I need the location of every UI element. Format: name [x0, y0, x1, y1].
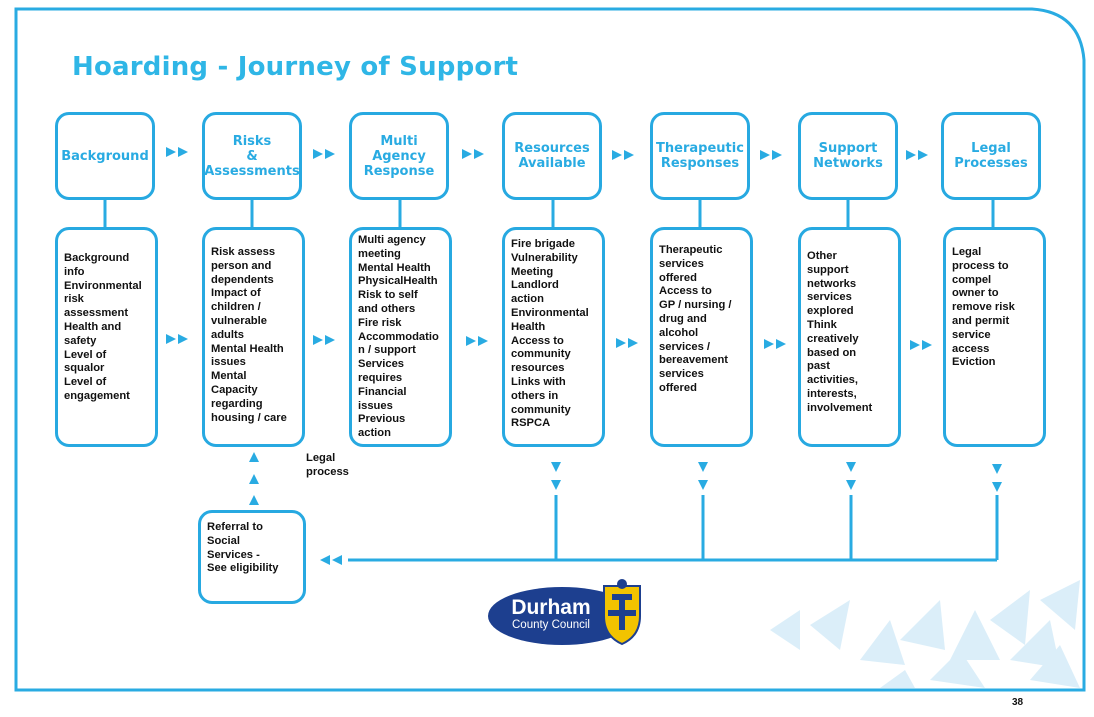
arrow-right-icon — [764, 339, 786, 349]
arrow-down-icon — [992, 464, 1002, 492]
arrow-down-icon — [846, 462, 856, 490]
arrow-right-icon — [313, 335, 335, 345]
stage-heading-legal-processes: Legal Processes — [941, 112, 1041, 200]
stage-heading-support-networks: Support Networks — [798, 112, 898, 200]
stage-details-resources-available: Fire brigade Vulnerability Meeting Landl… — [502, 227, 605, 447]
arrow-down-icon — [551, 462, 561, 490]
stage-details-multi-agency-response: Multi agency meeting Mental Health Physi… — [349, 227, 452, 447]
arrow-right-icon — [616, 338, 638, 348]
logo-subtitle: County Council — [512, 619, 590, 631]
stage-details-risks-assessments: Risk assess person and dependents Impact… — [202, 227, 305, 447]
arrow-up-icon — [249, 452, 259, 505]
stage-heading-risks-assessments: Risks & Assessments — [202, 112, 302, 200]
stage-heading-background: Background — [55, 112, 155, 200]
arrow-right-icon — [910, 340, 932, 350]
stage-heading-therapeutic-responses: Therapeutic Responses — [650, 112, 750, 200]
arrow-right-icon — [166, 147, 188, 157]
arrow-left-icon — [320, 555, 342, 565]
arrow-right-icon — [462, 149, 484, 159]
durham-logo — [488, 579, 641, 646]
arrow-right-icon — [166, 334, 188, 344]
stage-details-background: Background info Environmental risk asses… — [55, 227, 158, 447]
arrow-right-icon — [760, 150, 782, 160]
page-number: 38 — [1012, 697, 1024, 708]
arrow-down-icon — [698, 462, 708, 490]
legal-process-label: Legal process — [306, 452, 349, 478]
stage-details-legal-processes: Legal process to compel owner to remove … — [943, 227, 1046, 447]
arrow-right-icon — [313, 149, 335, 159]
page-title: Hoarding - Journey of Support — [72, 52, 519, 82]
logo-name: Durham — [511, 596, 591, 619]
referral-box: Referral to Social Services - See eligib… — [198, 510, 306, 604]
stage-details-therapeutic-responses: Therapeutic services offered Access to G… — [650, 227, 753, 447]
decorative-pattern — [770, 580, 1080, 688]
arrow-right-icon — [466, 336, 488, 346]
arrow-right-icon — [906, 150, 928, 160]
stage-heading-resources-available: Resources Available — [502, 112, 602, 200]
stage-details-support-networks: Other support networks services explored… — [798, 227, 901, 447]
arrow-right-icon — [612, 150, 634, 160]
logo-text: Durham County Council — [508, 597, 594, 632]
stage-heading-multi-agency-response: Multi Agency Response — [349, 112, 449, 200]
crest-icon — [603, 579, 641, 646]
